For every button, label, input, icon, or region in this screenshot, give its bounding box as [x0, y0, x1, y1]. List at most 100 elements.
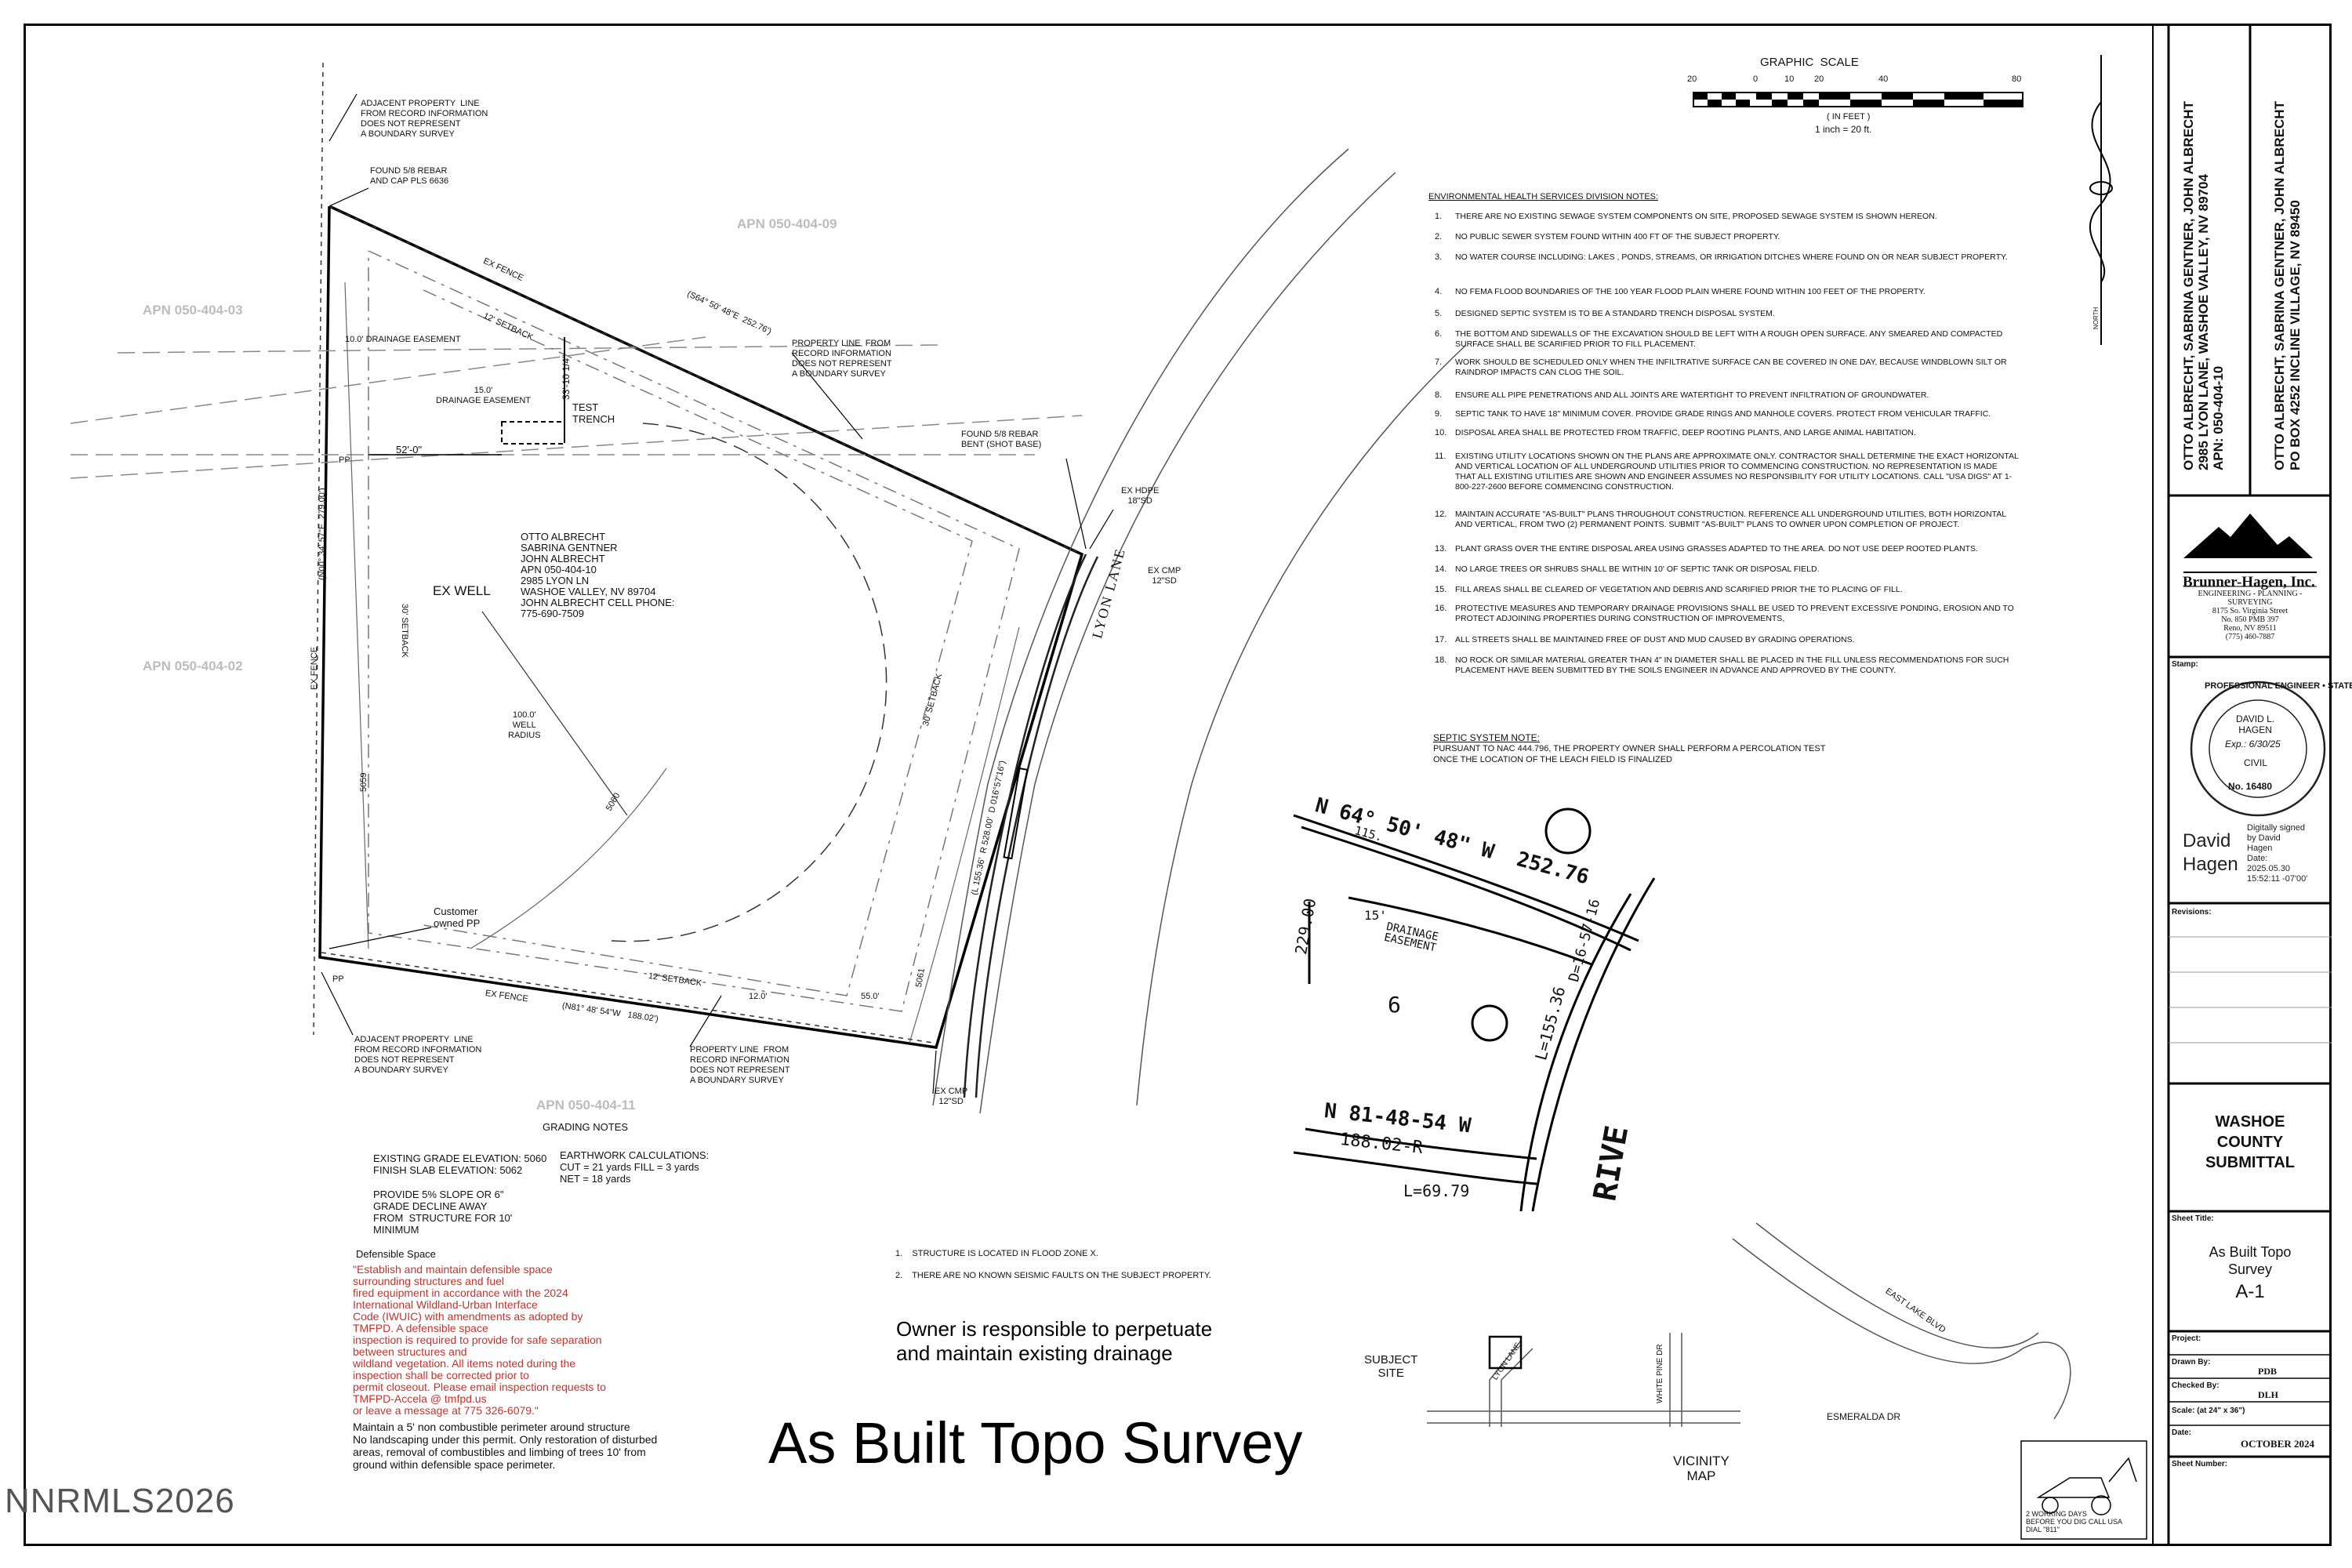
env-note-number: 1. — [1435, 212, 1443, 221]
main-title: As Built Topo Survey — [768, 1410, 1303, 1475]
stamp-label: Stamp: — [2172, 660, 2198, 669]
elevation-notes: EXISTING GRADE ELEVATION: 5060 FINISH SL… — [373, 1152, 547, 1176]
date-label: Date: — [2172, 1428, 2192, 1437]
north-arrow — [2089, 55, 2113, 345]
contour-5059: 5059 — [359, 772, 368, 792]
company-details: ENGINEERING - PLANNING - SURVEYING 8175 … — [2198, 590, 2303, 641]
env-note-number: 11. — [1435, 452, 1446, 461]
mls-watermark: NNRMLS2026 — [5, 1482, 235, 1520]
env-note-text: ALL STREETS SHALL BE MAINTAINED FREE OF … — [1455, 635, 1855, 644]
submittal-label: WASHOE COUNTY SUBMITTAL — [2205, 1113, 2296, 1171]
scale-ratio: 1 inch = 20 ft. — [1815, 124, 1872, 135]
grading-notes-title: GRADING NOTES — [543, 1121, 629, 1133]
env-note-number: 5. — [1435, 309, 1443, 318]
vicinity-white-pine: WHITE PINE DR — [1656, 1344, 1664, 1403]
subject-site-label: SUBJECT SITE — [1364, 1353, 1418, 1380]
seismic-note: 2. THERE ARE NO KNOWN SEISMIC FAULTS ON … — [895, 1271, 1211, 1280]
dig-note: 2 WORKING DAYS BEFORE YOU DIG CALL USA D… — [2026, 1510, 2123, 1534]
revision-lines — [2169, 936, 2332, 1044]
property-line-note-right: PROPERTY LINE FROM RECORD INFORMATION DO… — [792, 339, 892, 379]
scale-tick-4: 20 — [1814, 74, 1824, 84]
apn-label-top: APN 050-404-09 — [737, 216, 837, 231]
env-note-text: SEPTIC TANK TO HAVE 18" MINIMUM COVER. P… — [1455, 409, 1991, 419]
north-label: NORTH — [2092, 307, 2100, 329]
scale-tick-2: 0 — [1753, 74, 1759, 84]
setback-left-label: 30' SETBACK — [400, 604, 409, 658]
apn-label-left-mid: APN 050-404-02 — [143, 659, 243, 673]
env-note-number: 12. — [1435, 510, 1447, 519]
inset-plat — [1290, 796, 1658, 1212]
dim-12: 12.0' — [749, 992, 768, 1001]
ex-cmp-bottom-label: EX CMP 12"SD — [935, 1087, 968, 1106]
ex-hdpe-label: EX HDPE 18"SD — [1121, 486, 1160, 506]
revisions-label: Revisions: — [2172, 908, 2212, 916]
env-note-number: 17. — [1435, 635, 1447, 644]
septic-note-title: SEPTIC SYSTEM NOTE: — [1433, 732, 1541, 743]
sheet-number-label: Sheet Number: — [2172, 1460, 2228, 1468]
env-note-number: 15. — [1435, 585, 1447, 594]
seal-ring-text: PROFESSIONAL ENGINEER • STATE OF NEVADA — [2205, 681, 2352, 691]
scale-tick-5: 40 — [1878, 74, 1889, 84]
title-block-frame — [2167, 24, 2332, 1546]
env-note-number: 8. — [1435, 390, 1443, 400]
scale-tick-1: 20 — [1687, 74, 1697, 84]
ex-well-label: EX WELL — [433, 583, 491, 598]
scale-title: GRAPHIC SCALE — [1760, 56, 1859, 69]
seal-civil: CIVIL — [2244, 757, 2268, 768]
env-note-text: MAINTAIN ACCURATE "AS-BUILT" PLANS THROU… — [1455, 510, 2006, 529]
dig-box — [2020, 1440, 2147, 1540]
env-note-text: ENSURE ALL PIPE PENETRATIONS AND ALL JOI… — [1455, 390, 1929, 400]
env-note-number: 3. — [1435, 252, 1443, 262]
sheet-title: As Built Topo Survey — [2209, 1244, 2292, 1277]
pp-top: PP — [339, 456, 350, 465]
env-note-text: WORK SHOULD BE SCHEDULED ONLY WHEN THE I… — [1455, 358, 2007, 377]
env-note-text: THERE ARE NO EXISTING SEWAGE SYSTEM COMP… — [1455, 212, 1937, 221]
well-radius-label: 100.0' WELL RADIUS — [508, 710, 541, 740]
dim-55: 55.0' — [861, 992, 880, 1001]
env-note-text: DISPOSAL AREA SHALL BE PROTECTED FROM TR… — [1455, 428, 1916, 437]
env-note-text: NO WATER COURSE INCLUDING: LAKES , PONDS… — [1455, 252, 2008, 262]
env-note-text: DESIGNED SEPTIC SYSTEM IS TO BE A STANDA… — [1455, 309, 1775, 318]
env-note-number: 18. — [1435, 655, 1447, 665]
company-name: Brunner-Hagen, Inc. — [2183, 574, 2315, 590]
owner-column-2: OTTO ALBRECHT, SABRINA GENTNER, JOHN ALB… — [2272, 101, 2303, 470]
earthwork-calcs: EARTHWORK CALCULATIONS: CUT = 21 yards F… — [560, 1149, 710, 1185]
vicinity-map — [1427, 1222, 2071, 1427]
defensible-space-note: Maintain a 5' non combustible perimeter … — [353, 1421, 658, 1471]
found-rebar-note-right: FOUND 5/8 REBAR BENT (SHOT BASE) — [961, 430, 1042, 449]
env-note-number: 7. — [1435, 358, 1443, 367]
scale-tick-3: 10 — [1784, 74, 1795, 84]
signature-detail: Digitally signed by David Hagen Date: 20… — [2247, 823, 2308, 884]
inset-lot-number: 6 — [1388, 992, 1401, 1018]
owner-info-block: OTTO ALBRECHT SABRINA GENTNER JOHN ALBRE… — [521, 531, 675, 619]
slope-note: PROVIDE 5% SLOPE OR 6" GRADE DECLINE AWA… — [373, 1189, 513, 1236]
drawn-by-label: Drawn By: — [2172, 1358, 2211, 1367]
checked-by-value: DLH — [2258, 1389, 2279, 1400]
scale-bar — [1693, 92, 2024, 107]
owner-column-1: OTTO ALBRECHT, SABRINA GENTNER, JOHN ALB… — [2181, 101, 2226, 470]
scale-label: Scale: (at 24" x 36") — [2172, 1406, 2245, 1415]
env-note-number: 14. — [1435, 564, 1447, 574]
scale-units: ( IN FEET ) — [1827, 112, 1871, 122]
flood-zone-note: 1. STRUCTURE IS LOCATED IN FLOOD ZONE X. — [895, 1249, 1098, 1258]
scale-tick-6: 80 — [2012, 74, 2022, 84]
env-notes-title: ENVIRONMENTAL HEALTH SERVICES DIVISION N… — [1428, 192, 1658, 201]
env-note-number: 2. — [1435, 232, 1443, 241]
env-note-number: 13. — [1435, 544, 1447, 554]
ex-fence-left: EX FENCE — [310, 646, 319, 690]
env-note-text: FILL AREAS SHALL BE CLEARED OF VEGETATIO… — [1455, 585, 1903, 594]
adjacent-line-note-bottom: ADJACENT PROPERTY LINE FROM RECORD INFOR… — [354, 1035, 482, 1075]
customer-pp-label: Customer owned PP — [434, 906, 481, 929]
found-rebar-note-top: FOUND 5/8 REBAR AND CAP PLS 6636 — [370, 166, 449, 186]
project-label: Project: — [2172, 1334, 2201, 1343]
env-note-number: 9. — [1435, 409, 1443, 419]
pe-seal-graphic — [2190, 681, 2326, 817]
drawn-by-value: PDB — [2258, 1366, 2277, 1377]
dim-33: 33'-10 1/4" — [561, 354, 572, 400]
ex-cmp-right-label: EX CMP 12"SD — [1148, 566, 1181, 586]
env-note-text: EXISTING UTILITY LOCATIONS SHOWN ON THE … — [1455, 452, 2019, 492]
env-note-number: 10. — [1435, 428, 1447, 437]
defensible-space-red-note: "Establish and maintain defensible space… — [353, 1263, 606, 1417]
date-value: OCTOBER 2024 — [2241, 1438, 2315, 1450]
defensible-space-title: Defensible Space — [356, 1248, 436, 1260]
